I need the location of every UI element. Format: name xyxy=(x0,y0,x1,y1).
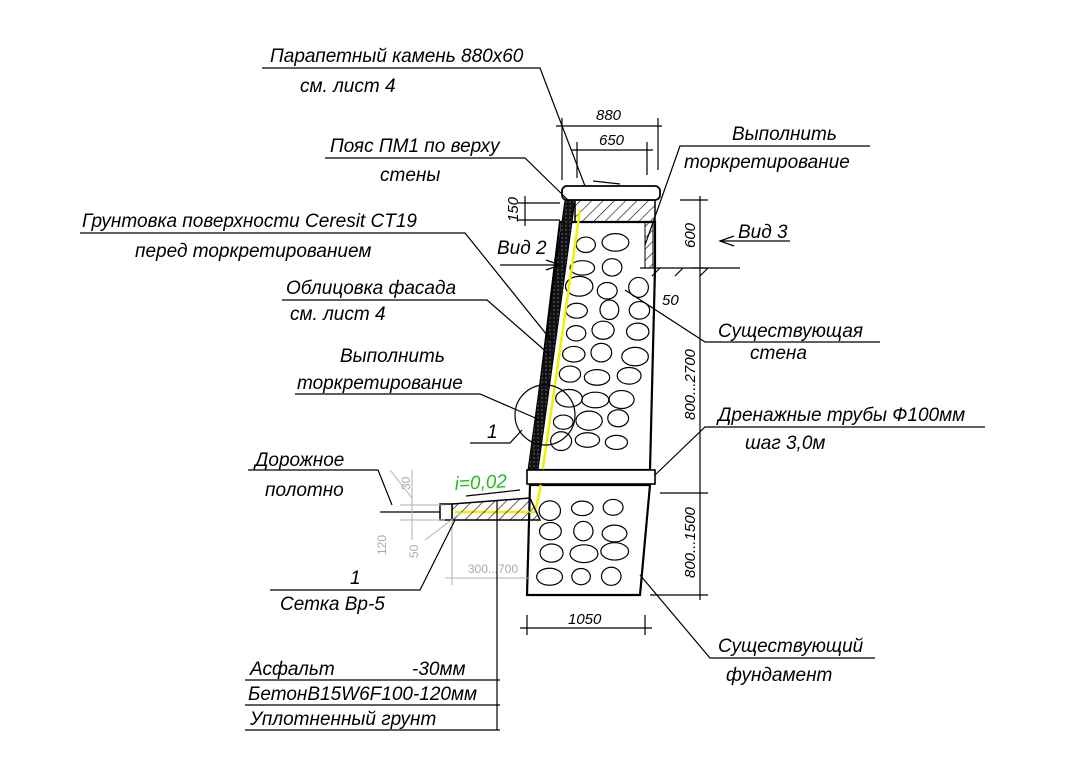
layer-asphalt-value: -30мм xyxy=(412,659,466,680)
stone xyxy=(536,567,564,586)
dim-120: 120 xyxy=(375,535,389,555)
stone xyxy=(608,389,635,410)
label-slope: i=0,02 xyxy=(454,471,508,495)
detail-circle xyxy=(514,384,576,446)
label-existing-foundation-2: фундамент xyxy=(726,665,832,686)
existing-wall xyxy=(525,220,657,597)
layer-asphalt: Асфальт xyxy=(249,659,335,680)
dim-650: 650 xyxy=(599,132,625,149)
label-shotcrete-left: Выполнить xyxy=(340,346,445,367)
dim-1050: 1050 xyxy=(568,611,602,628)
label-shotcrete-left-2: торкретирование xyxy=(297,373,463,394)
stone xyxy=(601,524,628,543)
stone xyxy=(555,388,583,408)
label-mesh-num: 1 xyxy=(350,568,361,589)
stone xyxy=(604,434,629,451)
label-view-2: Вид 2 xyxy=(497,238,547,259)
label-road-2: полотно xyxy=(265,480,344,501)
label-existing-wall: Существующая xyxy=(718,321,863,342)
stone xyxy=(581,391,610,409)
dim-50b: 50 xyxy=(407,544,421,558)
stone xyxy=(552,414,574,430)
stone xyxy=(625,322,650,341)
leader-lines xyxy=(80,67,985,731)
dim-50: 50 xyxy=(662,292,679,309)
stone xyxy=(607,409,630,428)
stone xyxy=(574,432,601,448)
stone xyxy=(601,233,630,252)
stone xyxy=(601,258,623,277)
stone xyxy=(628,300,651,320)
stone xyxy=(600,566,622,586)
dim-30: 30 xyxy=(399,476,413,490)
label-existing-wall-2: стена xyxy=(750,343,807,364)
stone xyxy=(538,500,562,522)
stone xyxy=(558,365,582,383)
stone xyxy=(602,498,624,516)
stone xyxy=(538,521,562,541)
label-shotcrete-right-2: торкретирование xyxy=(684,152,850,173)
dim-150: 150 xyxy=(505,196,522,222)
dim-300-700: 300...700 xyxy=(468,562,518,576)
stone xyxy=(573,520,594,542)
stone xyxy=(583,369,611,386)
layer-concrete: БетонB15W6F100-120мм xyxy=(248,684,477,705)
view-arrows xyxy=(500,235,790,271)
shotcrete-right-strip xyxy=(644,221,654,269)
road-dimensions xyxy=(389,469,530,585)
label-road: Дорожное xyxy=(253,450,344,471)
label-drain: Дренажные трубы Ф100мм xyxy=(716,405,965,426)
dim-880: 880 xyxy=(596,107,622,124)
stone xyxy=(564,275,594,297)
label-detail-1: 1 xyxy=(487,422,498,443)
dim-800-1500: 800...1500 xyxy=(682,506,699,578)
label-facing-ref: см. лист 4 xyxy=(290,304,386,325)
stone xyxy=(539,543,564,563)
stone xyxy=(600,542,630,561)
stone xyxy=(565,324,587,342)
dim-600: 600 xyxy=(682,222,699,248)
label-shotcrete-right: Выполнить xyxy=(732,124,837,145)
stone xyxy=(571,567,591,586)
road-structure xyxy=(380,489,542,521)
stone xyxy=(575,410,603,431)
dim-800-2700: 800...2700 xyxy=(682,348,699,420)
label-existing-foundation: Существующий xyxy=(718,636,864,657)
stone xyxy=(599,299,620,321)
stone xyxy=(565,302,588,319)
stone xyxy=(561,345,586,363)
label-drain-2: шаг 3,0м xyxy=(745,433,825,454)
label-parapet-ref: см. лист 4 xyxy=(300,76,396,97)
stone xyxy=(569,260,596,276)
belt-pm1 xyxy=(574,199,656,223)
label-belt: Пояс ПМ1 по верху xyxy=(330,136,501,157)
stone xyxy=(596,281,618,300)
label-primer-2: перед торкретированием xyxy=(135,241,371,262)
label-facing: Облицовка фасада xyxy=(286,278,456,299)
parapet-stone xyxy=(561,185,661,201)
stone xyxy=(628,276,649,298)
stone xyxy=(550,431,573,452)
stone xyxy=(616,366,642,385)
stone xyxy=(590,342,613,363)
label-primer: Грунтовка поверхности Ceresit CT19 xyxy=(82,211,417,232)
label-belt-2: стены xyxy=(380,165,440,186)
label-view-3: Вид 3 xyxy=(738,222,788,243)
drain-pipe xyxy=(526,469,656,485)
label-parapet-stone: Парапетный камень 880х60 xyxy=(270,46,524,67)
label-mesh: Сетка Вр-5 xyxy=(280,594,385,615)
layer-soil: Уплотненный грунт xyxy=(249,709,436,730)
stone xyxy=(570,500,594,517)
stone xyxy=(591,320,615,340)
stone xyxy=(569,544,599,564)
dimensions xyxy=(518,118,708,635)
stone xyxy=(621,346,649,367)
stone xyxy=(575,236,597,254)
